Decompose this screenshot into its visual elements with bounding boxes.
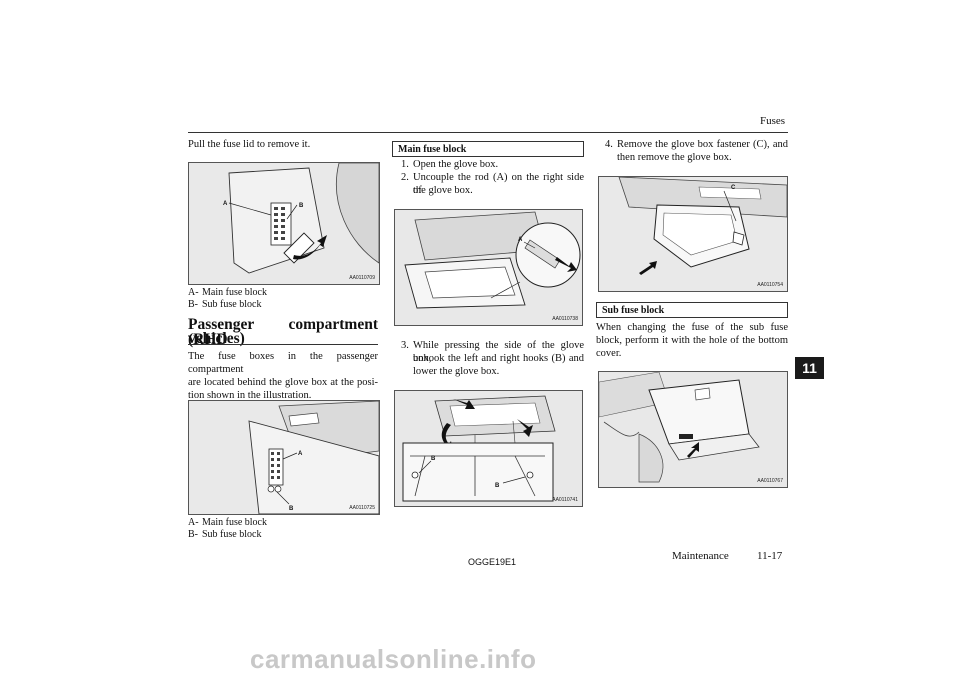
figure-code: AA0110741 bbox=[552, 497, 578, 503]
sub-fuse-paragraph: When changing the fuse of the sub fuse b… bbox=[596, 322, 788, 359]
unhook-hooks-illustration: B B bbox=[395, 391, 582, 506]
callout-a: A bbox=[223, 201, 228, 207]
watermark[interactable]: carmanualsonline.info bbox=[250, 644, 537, 674]
step-4: 4. Remove the glove box fastener (C), an… bbox=[605, 139, 788, 163]
legend-row: B-Sub fuse block bbox=[188, 299, 262, 310]
section-title: Fuses bbox=[760, 115, 786, 127]
footer-section: Maintenance bbox=[672, 550, 729, 562]
doc-code: OGGE19E1 bbox=[468, 557, 517, 567]
step-3: 3. While pressing the side of the glove … bbox=[401, 340, 584, 377]
page-number: 11-17 bbox=[757, 550, 783, 562]
legend-2: A-Main fuse block B-Sub fuse block bbox=[188, 517, 378, 541]
figure-code: AA0110709 bbox=[349, 275, 375, 281]
callout-b: B bbox=[299, 203, 304, 209]
callout-c: C bbox=[731, 185, 736, 191]
figure-bottom-cover-hole: AA0110767 bbox=[598, 371, 788, 488]
callout-b-right: B bbox=[495, 483, 500, 489]
step-2: 2. Uncouple the rod (A) on the right sid… bbox=[401, 172, 584, 196]
callout-b-left: B bbox=[431, 456, 436, 462]
chapter-tab[interactable]: 11 bbox=[795, 357, 824, 379]
legend-row: B-Sub fuse block bbox=[188, 529, 262, 540]
figure-fuse-lid: A B AA0110709 bbox=[188, 162, 380, 285]
section-heading-line2: vehicles) bbox=[188, 330, 245, 347]
callout-b: B bbox=[289, 506, 294, 512]
figure-uncouple-rod: A AA0110738 bbox=[394, 209, 583, 326]
figure-fuse-location: A B AA0110725 bbox=[188, 400, 380, 515]
legend-row: A-Main fuse block bbox=[188, 517, 267, 528]
legend-row: A-Main fuse block bbox=[188, 287, 267, 298]
fuse-lid-illustration: A B bbox=[189, 163, 379, 284]
glove-box-fastener-illustration: C bbox=[599, 177, 787, 291]
callout-a: A bbox=[298, 451, 303, 457]
section-heading-line1: Passenger compartment (RHD bbox=[188, 316, 378, 348]
figure-glove-box-fastener: C AA0110754 bbox=[598, 176, 788, 292]
figure-code: AA0110725 bbox=[349, 505, 375, 511]
figure-code: AA0110738 bbox=[552, 316, 578, 322]
header-rule bbox=[188, 132, 788, 133]
heading-rule bbox=[188, 344, 378, 345]
intro-text: Pull the fuse lid to remove it. bbox=[188, 139, 311, 150]
fuse-location-illustration: A B bbox=[189, 401, 379, 514]
figure-unhook-hooks: B B AA0110741 bbox=[394, 390, 583, 507]
figure-code: AA0110754 bbox=[757, 282, 783, 288]
sub-fuse-block-heading: Sub fuse block bbox=[596, 302, 788, 318]
bottom-cover-hole-illustration bbox=[599, 372, 787, 487]
callout-a: A bbox=[518, 237, 523, 243]
legend-1: A-Main fuse block B-Sub fuse block bbox=[188, 287, 378, 311]
body-paragraph: The fuse boxes in the passenger compartm… bbox=[188, 351, 378, 401]
figure-code: AA0110767 bbox=[757, 478, 783, 484]
uncouple-rod-illustration: A bbox=[395, 210, 582, 325]
step-1: 1. Open the glove box. bbox=[401, 159, 499, 170]
main-fuse-block-heading: Main fuse block bbox=[392, 141, 584, 157]
